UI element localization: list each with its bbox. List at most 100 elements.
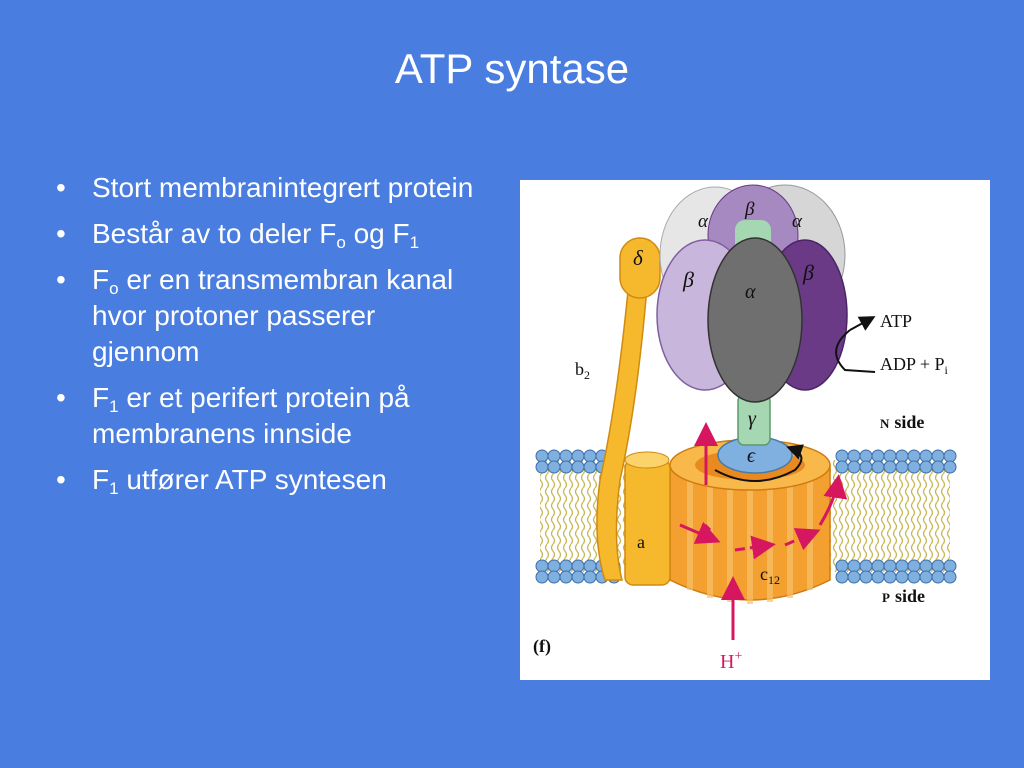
- lipid-head: [895, 449, 909, 463]
- atp-synthase-diagram: α β α β β α δ γ ϵ b2 a c12 ATP ADP + Pi …: [533, 184, 957, 673]
- lipid-head: [943, 460, 957, 474]
- lipid-head: [847, 449, 861, 463]
- beta-label-top: β: [744, 199, 755, 220]
- delta-label: δ: [633, 246, 644, 270]
- lipid-head: [943, 570, 957, 584]
- c12-label: c12: [760, 564, 780, 587]
- lipid-head: [907, 559, 921, 573]
- lipid-head: [931, 449, 945, 463]
- lipid-head: [835, 570, 849, 584]
- bullet-item-1: • Stort membranintegrert protein: [56, 170, 476, 206]
- lipid-head: [559, 449, 573, 463]
- lipid-head: [847, 460, 861, 474]
- slide-title: ATP syntase: [394, 45, 630, 92]
- lipid-head: [535, 559, 549, 573]
- lipid-head: [571, 449, 585, 463]
- lipid-head: [571, 570, 585, 584]
- lipid-head: [583, 559, 597, 573]
- lipid-head: [895, 570, 909, 584]
- lipid-head: [835, 559, 849, 573]
- lipid-head: [547, 449, 561, 463]
- lipid-head: [871, 559, 885, 573]
- a-label: a: [637, 532, 645, 552]
- atp-arrow: [849, 316, 876, 331]
- lipid-head: [535, 570, 549, 584]
- adp-label: ADP + Pi: [880, 354, 949, 377]
- subscript: 1: [109, 397, 119, 416]
- proton-label: H+: [720, 649, 742, 673]
- bullet-text: er en transmembran kanal hvor protoner p…: [92, 264, 454, 367]
- proton-path: [679, 422, 848, 640]
- bullet-marker: •: [56, 218, 66, 249]
- bullet-item-5: • F1 utfører ATP syntesen: [56, 462, 476, 498]
- lipid-head: [859, 570, 873, 584]
- epsilon-label: ϵ: [747, 445, 756, 467]
- lipid-head: [883, 460, 897, 474]
- adp-curve: [835, 329, 876, 373]
- subscript: o: [109, 279, 119, 298]
- lipid-head: [907, 570, 921, 584]
- lipid-head: [571, 559, 585, 573]
- lipid-head: [919, 449, 933, 463]
- bullet-text: utfører ATP syntesen: [118, 464, 387, 495]
- alpha-label-front: α: [745, 281, 756, 303]
- lipid-head: [859, 559, 873, 573]
- lipid-head: [931, 460, 945, 474]
- lipid-head: [883, 449, 897, 463]
- beta-label-left: β: [682, 267, 694, 292]
- lipid-head: [571, 460, 585, 474]
- bullet-text: er et perifert protein på membranens inn…: [92, 382, 410, 449]
- b2-label: b2: [575, 359, 590, 382]
- bullet-marker: •: [56, 382, 66, 413]
- bullet-text: F: [92, 464, 110, 495]
- lipid-head: [907, 460, 921, 474]
- lipid-head: [907, 449, 921, 463]
- lipid-head: [559, 559, 573, 573]
- atp-synthase-figure: α β α β β α δ γ ϵ b2 a c12 ATP ADP + Pi …: [520, 180, 990, 680]
- panel-label: (f): [533, 636, 551, 657]
- lipid-head: [547, 570, 561, 584]
- lipid-head: [535, 460, 549, 474]
- lipid-head: [847, 559, 861, 573]
- beta-label-right: β: [802, 260, 814, 285]
- lipid-head: [535, 449, 549, 463]
- bullet-marker: •: [56, 464, 66, 495]
- lipid-head: [883, 570, 897, 584]
- lipid-head: [835, 449, 849, 463]
- lipid-head: [559, 460, 573, 474]
- lipid-head: [943, 449, 957, 463]
- lipid-heads-top: [535, 449, 957, 474]
- lipid-head: [583, 449, 597, 463]
- lipid-head: [583, 570, 597, 584]
- lipid-head: [871, 460, 885, 474]
- lipid-head: [883, 559, 897, 573]
- subscript: 1: [109, 479, 119, 498]
- lipid-head: [895, 559, 909, 573]
- rotation-arrow: [714, 444, 804, 482]
- lipid-head: [547, 460, 561, 474]
- lipid-head: [547, 559, 561, 573]
- lipid-head: [871, 570, 885, 584]
- bullet-marker: •: [56, 264, 66, 295]
- subscript: o: [336, 233, 346, 252]
- lipid-head: [583, 460, 597, 474]
- delta-subunit: [619, 237, 661, 299]
- lipid-head: [859, 460, 873, 474]
- bullet-item-3: •Fo er en transmembran kanal hvor proton…: [56, 262, 476, 370]
- bullet-text: Stort membranintegrert protein: [92, 172, 474, 203]
- bullet-marker: •: [56, 172, 66, 203]
- lipid-head: [931, 559, 945, 573]
- lipid-head: [847, 570, 861, 584]
- lipid-head: [835, 460, 849, 474]
- alpha-label-left: α: [698, 211, 709, 232]
- lipid-head: [919, 559, 933, 573]
- lipid-head: [919, 460, 933, 474]
- alpha-front: [707, 237, 803, 403]
- b2-stalk: [596, 269, 649, 581]
- f1-head: [656, 184, 848, 403]
- bullet-text: F: [92, 382, 110, 413]
- lipid-head: [919, 570, 933, 584]
- lipid-head: [871, 449, 885, 463]
